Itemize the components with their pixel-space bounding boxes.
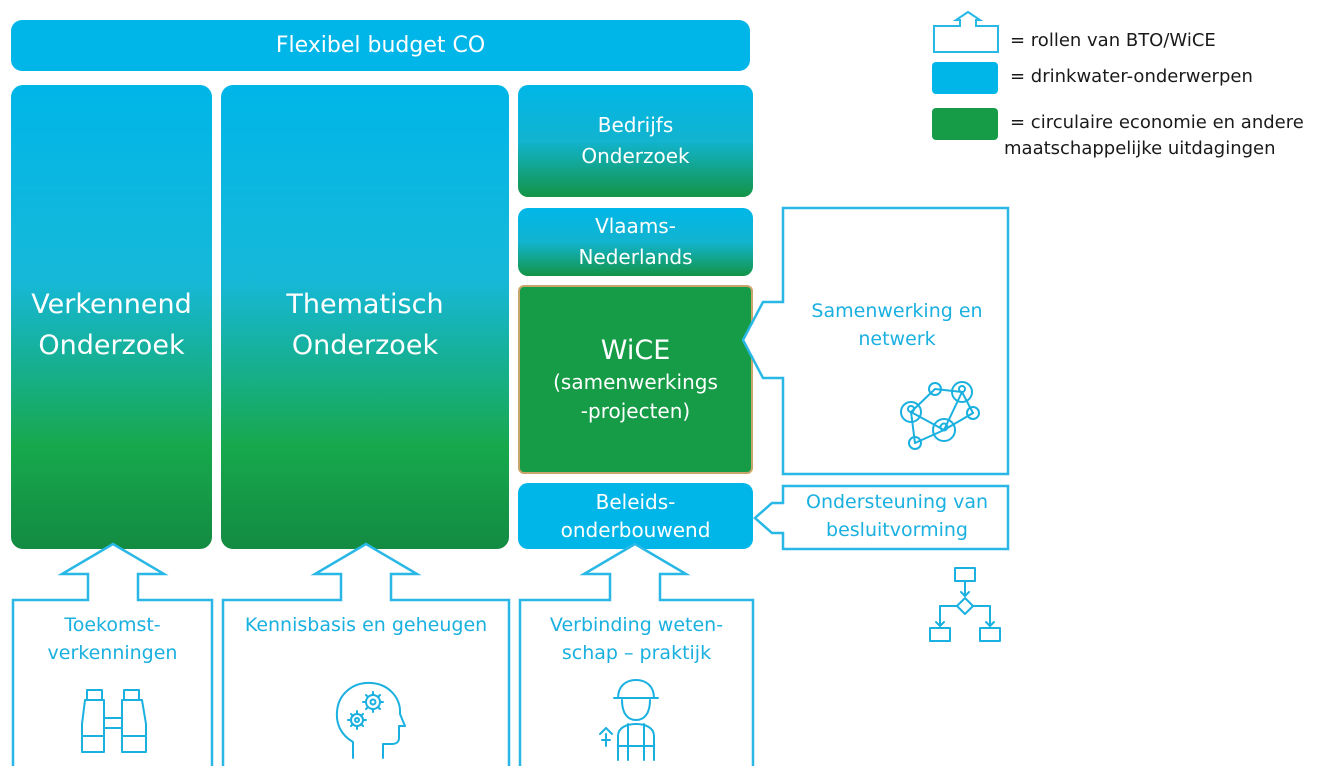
network-people-icon	[900, 381, 980, 450]
wice-title: WiCE	[600, 334, 671, 366]
toekomst-role-shape	[11, 542, 214, 766]
legend-maatschappelijk-text: maatschappelijke uitdagingen	[1004, 138, 1276, 159]
verkennend-line-1: Verkennend	[31, 289, 192, 320]
ondersteuning-line-2: besluitvorming	[826, 518, 968, 541]
kennisbasis-role-shape	[221, 542, 511, 766]
beleidsonderbouwend-box: Beleids- onderbouwend	[518, 483, 753, 549]
flowchart-icon	[929, 567, 1001, 642]
thematisch-onderzoek-box: Thematisch Onderzoek	[221, 85, 509, 549]
bedrijfs-line-1: Bedrijfs	[597, 113, 674, 137]
verkennend-onderzoek-box: Verkennend Onderzoek	[11, 85, 212, 549]
toekomst-line-2: verkenningen	[47, 641, 178, 664]
wice-box: WiCE (samenwerkings -projecten)	[518, 285, 753, 474]
ondersteuning-text: Ondersteuning van besluitvorming	[783, 489, 1011, 544]
legend-roles-text: = rollen van BTO/WiCE	[1010, 30, 1216, 51]
kennisbasis-line-1: Kennisbasis en geheugen	[244, 614, 488, 636]
ondersteuning-role-shape	[753, 484, 1010, 551]
worker-icon	[599, 679, 659, 761]
vlaams-line-2: Nederlands	[578, 245, 693, 269]
thematisch-line-1: Thematisch	[286, 289, 444, 320]
toekomst-text: Toekomst- verkenningen	[13, 612, 212, 667]
verbinding-line-2: schap – praktijk	[561, 641, 712, 664]
wice-line-2: -projecten)	[580, 399, 691, 424]
verbinding-role-shape	[518, 542, 755, 766]
verkennend-line-2: Onderzoek	[38, 329, 185, 361]
legend-green-swatch	[932, 108, 998, 140]
wice-line-1: (samenwerkings	[553, 370, 718, 395]
samenwerking-line-2: netwerk	[858, 327, 936, 350]
beleids-line-1: Beleids-	[595, 490, 676, 514]
budget-label: Flexibel budget CO	[275, 33, 486, 58]
legend-drinkwater-text: = drinkwater-onderwerpen	[1010, 66, 1253, 87]
samenwerking-text: Samenwerking en netwerk	[783, 298, 1011, 353]
beleids-line-2: onderbouwend	[560, 518, 711, 542]
legend-circulaire-text: = circulaire economie en andere	[1010, 112, 1304, 133]
legend-role-shape	[933, 10, 999, 53]
bedrijfs-onderzoek-box: Bedrijfs Onderzoek	[518, 85, 753, 197]
bedrijfs-line-2: Onderzoek	[581, 144, 690, 168]
flexibel-budget-bar: Flexibel budget CO	[11, 20, 750, 71]
binoculars-icon	[81, 689, 147, 753]
verbinding-line-1: Verbinding weten-	[549, 614, 724, 636]
thematisch-line-2: Onderzoek	[291, 329, 439, 361]
toekomst-line-1: Toekomst-	[64, 614, 161, 636]
kennisbasis-text: Kennisbasis en geheugen	[223, 612, 509, 640]
samenwerking-line-1: Samenwerking en	[811, 300, 983, 322]
vlaams-nederlands-box: Vlaams- Nederlands	[518, 208, 753, 276]
ondersteuning-line-1: Ondersteuning van	[805, 491, 989, 513]
legend-blue-swatch	[932, 62, 998, 94]
verbinding-text: Verbinding weten- schap – praktijk	[520, 612, 753, 667]
samenwerking-role-shape	[741, 206, 1010, 476]
head-gears-icon	[335, 681, 406, 759]
vlaams-line-1: Vlaams-	[595, 214, 676, 238]
